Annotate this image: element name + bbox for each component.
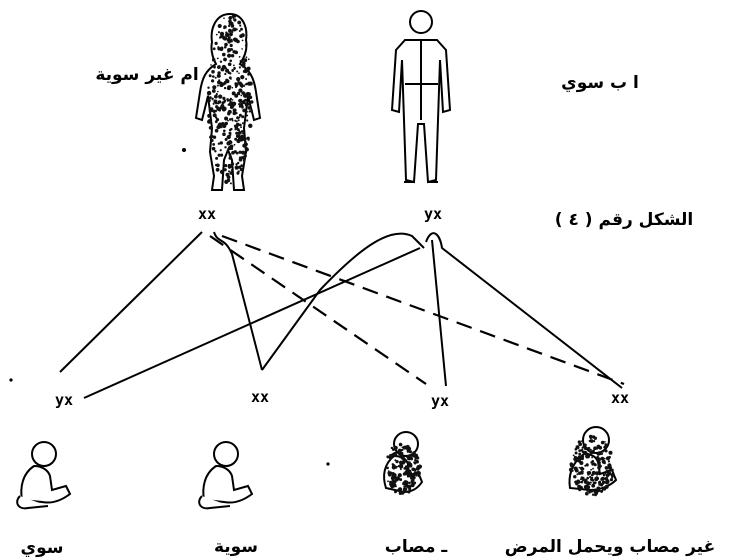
child3-label: ـ مصاب	[385, 537, 448, 557]
father-label: ا ب سوي	[561, 73, 639, 93]
father-genotype: yx	[424, 205, 442, 223]
mother-to-child4-line	[221, 234, 625, 386]
mother-to-child1-line	[59, 231, 203, 373]
mother-genotype: xx	[198, 205, 216, 223]
cross-lines	[59, 231, 625, 399]
figure-caption: الشكل رقم ( ٤ )	[555, 210, 693, 230]
father-to-child4-line	[425, 232, 623, 389]
mother-to-child2-line	[213, 231, 263, 371]
child2-label: سوية	[214, 537, 258, 557]
baby-2-icon	[198, 441, 254, 510]
child1-genotype: yx	[55, 391, 73, 409]
baby-1-icon	[16, 441, 72, 510]
baby-3-icon	[383, 431, 424, 495]
mother-figure-icon	[194, 12, 262, 191]
mother-to-child3-line	[209, 235, 427, 385]
father-to-child3-line	[431, 239, 447, 387]
father-to-child1-line	[83, 247, 421, 399]
child3-genotype: yx	[431, 392, 449, 410]
child2-genotype: xx	[251, 388, 269, 406]
baby-4-icon	[568, 426, 618, 497]
father-figure-icon	[390, 10, 452, 184]
child4-label: غير مصاب ويحمل المرض	[505, 537, 715, 557]
mother-label: ام غير سوية	[95, 65, 198, 85]
father-to-child2-line	[261, 232, 425, 371]
child4-genotype: xx	[611, 389, 629, 407]
child1-label: سوي	[21, 538, 64, 558]
